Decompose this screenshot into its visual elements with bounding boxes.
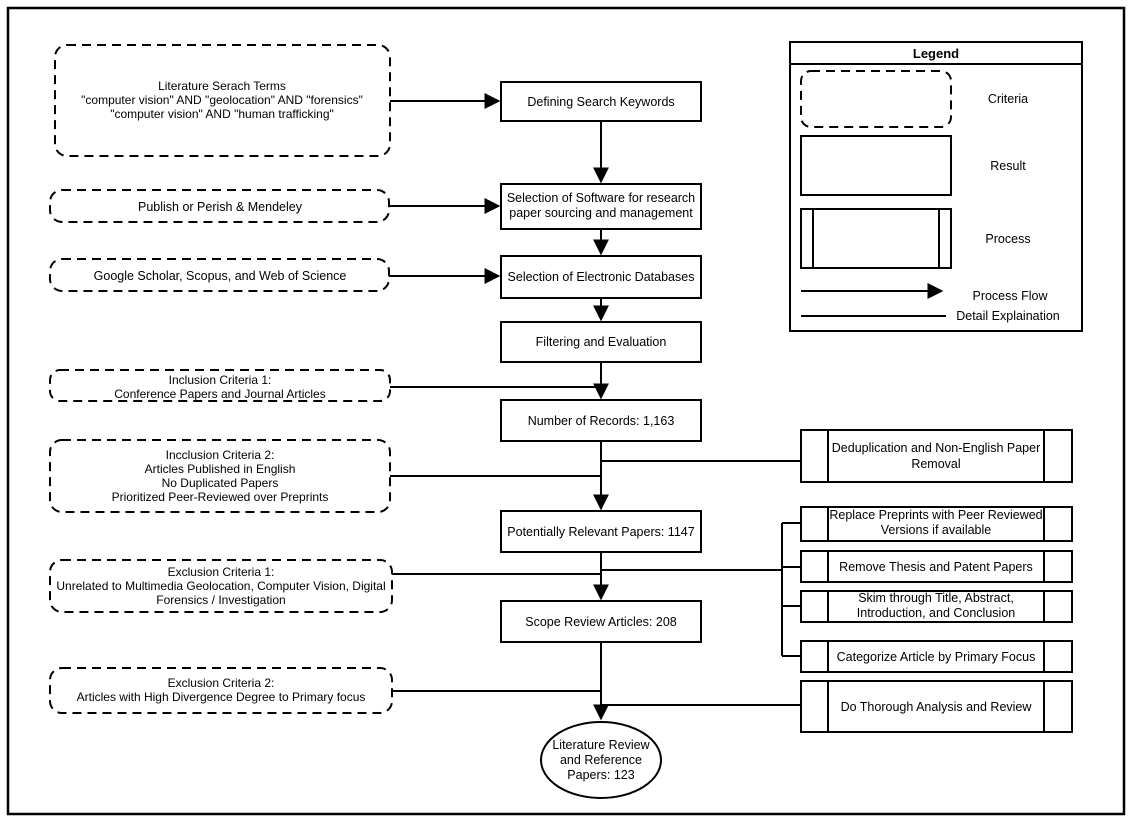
criteria-text: Unrelated to Multimedia Geolocation, Com… [56,579,385,593]
inclusion-criteria-2: Incclusion Criteria 2: Articles Publishe… [49,439,391,513]
result-text: Number of Records: 1,163 [528,414,675,428]
legend-label: Result [990,159,1026,173]
exclusion-criteria-1: Exclusion Criteria 1: Unrelated to Multi… [49,559,393,613]
page-border [6,6,1126,816]
terminal-ellipse [540,721,662,799]
legend-criteria-sample [800,70,952,128]
criteria-text: Inclusion Criteria 1: [169,373,272,387]
criteria-text: Exclusion Criteria 1: [168,565,275,579]
process-deduplication: Deduplication and Non-English Paper Remo… [800,429,1073,483]
criteria-box [49,369,391,402]
result-text: Scope Review Articles: 208 [525,615,677,629]
criteria-text: Prioritized Peer-Reviewed over Preprints [112,490,329,504]
terminal-text: and Reference [560,753,642,767]
process-text: Skim through Title, Abstract, [858,591,1014,605]
criteria-software-tools: Publish or Perish & Mendeley [49,189,390,223]
result-scope-review-articles: Scope Review Articles: 208 [500,600,702,643]
criteria-text: Google Scholar, Scopus, and Web of Scien… [94,269,347,283]
criteria-text: "computer vision" AND "geolocation" AND … [81,93,363,107]
process-text: Do Thorough Analysis and Review [841,700,1033,714]
result-box [500,399,702,442]
step-text: Filtering and Evaluation [536,335,667,349]
result-number-of-records: Number of Records: 1,163 [500,399,702,442]
result-box [500,510,702,553]
criteria-text: Forensics / Investigation [156,593,285,607]
legend-result-sample [800,135,952,196]
legend-label: Criteria [988,92,1028,106]
process-thorough-analysis: Do Thorough Analysis and Review [800,680,1073,733]
process-categorize-focus: Categorize Article by Primary Focus [800,640,1073,673]
step-defining-search-keywords: Defining Search Keywords [500,81,702,122]
process-box [800,429,1073,483]
step-text: paper sourcing and management [509,206,693,220]
criteria-text: Publish or Perish & Mendeley [138,200,303,214]
exclusion-criteria-2: Exclusion Criteria 2: Articles with High… [49,667,393,714]
criteria-text: Literature Serach Terms [158,79,286,93]
legend-process-sample [800,208,952,269]
legend-title: Legend [913,46,959,61]
criteria-box [49,258,390,292]
legend-label: Process [985,232,1030,246]
process-skim-sections: Skim through Title, Abstract, Introducti… [800,590,1073,623]
criteria-box [49,667,393,714]
process-text: Replace Preprints with Peer Reviewed [829,508,1042,522]
legend-label: Detail Explaination [956,309,1060,323]
step-text: Selection of Software for research [507,191,695,205]
step-text: Defining Search Keywords [527,95,674,109]
process-text: Categorize Article by Primary Focus [837,650,1036,664]
step-box [500,81,702,122]
criteria-text: Conference Papers and Journal Articles [114,387,325,401]
step-box [500,255,702,299]
process-text: Versions if available [881,523,992,537]
process-text: Introduction, and Conclusion [857,606,1015,620]
process-text: Remove Thesis and Patent Papers [839,560,1033,574]
process-box [800,680,1073,733]
step-box [500,183,702,230]
terminal-text: Literature Review [552,738,650,752]
step-text: Selection of Electronic Databases [508,270,695,284]
step-database-selection: Selection of Electronic Databases [500,255,702,299]
terminal-literature-review-papers: Literature Review and Reference Papers: … [540,721,662,799]
step-software-selection: Selection of Software for research paper… [500,183,702,230]
result-potentially-relevant-papers: Potentially Relevant Papers: 1147 [500,510,702,553]
result-box [500,600,702,643]
terminal-text: Papers: 123 [567,768,634,782]
process-box [800,590,1073,623]
step-filtering-evaluation: Filtering and Evaluation [500,321,702,363]
criteria-text: Articles with High Divergence Degree to … [77,690,366,704]
criteria-text: No Duplicated Papers [162,476,279,490]
criteria-databases: Google Scholar, Scopus, and Web of Scien… [49,258,390,292]
criteria-box [49,189,390,223]
process-replace-preprints: Replace Preprints with Peer Reviewed Ver… [800,506,1073,542]
criteria-text: Exclusion Criteria 2: [168,676,275,690]
process-remove-thesis-patents: Remove Thesis and Patent Papers [800,550,1073,583]
inclusion-criteria-1: Inclusion Criteria 1: Conference Papers … [49,369,391,402]
criteria-text: Articles Published in English [145,462,296,476]
process-text: Removal [911,457,960,471]
result-text: Potentially Relevant Papers: 1147 [507,525,694,539]
process-box [800,506,1073,542]
criteria-box [49,439,391,513]
criteria-box [49,559,393,613]
criteria-box [54,44,391,157]
criteria-text: "computer vision" AND "human trafficking… [110,107,334,121]
process-text: Deduplication and Non-English Paper [832,441,1040,455]
legend-panel: Legend Criteria Result Process Process F… [789,41,1083,332]
step-box [500,321,702,363]
criteria-text: Incclusion Criteria 2: [166,448,275,462]
process-box [800,550,1073,583]
process-box [800,640,1073,673]
criteria-literature-search-terms: Literature Serach Terms "computer vision… [54,44,391,157]
legend-label: Process Flow [972,289,1048,303]
